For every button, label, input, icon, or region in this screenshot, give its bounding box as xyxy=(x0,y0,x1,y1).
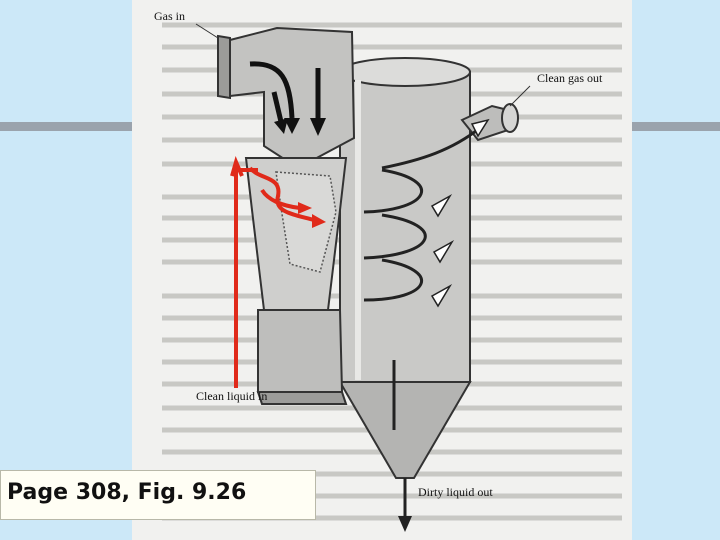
gas-inlet-duct xyxy=(217,26,356,170)
venturi-scrubber-diagram: Gas in Clean gas out Clean liquid in Dir… xyxy=(154,9,622,532)
label-leader-lines xyxy=(195,23,531,107)
venturi-throat xyxy=(244,157,348,405)
accent-bar-left xyxy=(0,122,135,131)
label-gas-in: Gas in xyxy=(154,9,185,23)
figure-caption-box: Page 308, Fig. 9.26 xyxy=(0,470,316,520)
label-dirty-liquid-out: Dirty liquid out xyxy=(418,485,493,499)
accent-bar-right xyxy=(632,122,720,131)
scanned-textbook-page: Gas in Clean gas out Clean liquid in Dir… xyxy=(132,0,632,540)
gas-inlet-arrowheads xyxy=(274,118,326,136)
dirty-liquid-outlet xyxy=(398,478,412,532)
swirl-arrowheads xyxy=(430,118,490,308)
liquid-flow-arrowheads xyxy=(298,202,326,228)
figure-caption: Page 308, Fig. 9.26 xyxy=(7,480,247,505)
separator-cylinder xyxy=(338,57,472,479)
label-clean-liquid-in: Clean liquid in xyxy=(196,389,267,403)
separator-swirl-arrows xyxy=(363,126,481,430)
label-clean-gas-out: Clean gas out xyxy=(537,71,603,85)
liquid-flow-path xyxy=(230,156,315,388)
